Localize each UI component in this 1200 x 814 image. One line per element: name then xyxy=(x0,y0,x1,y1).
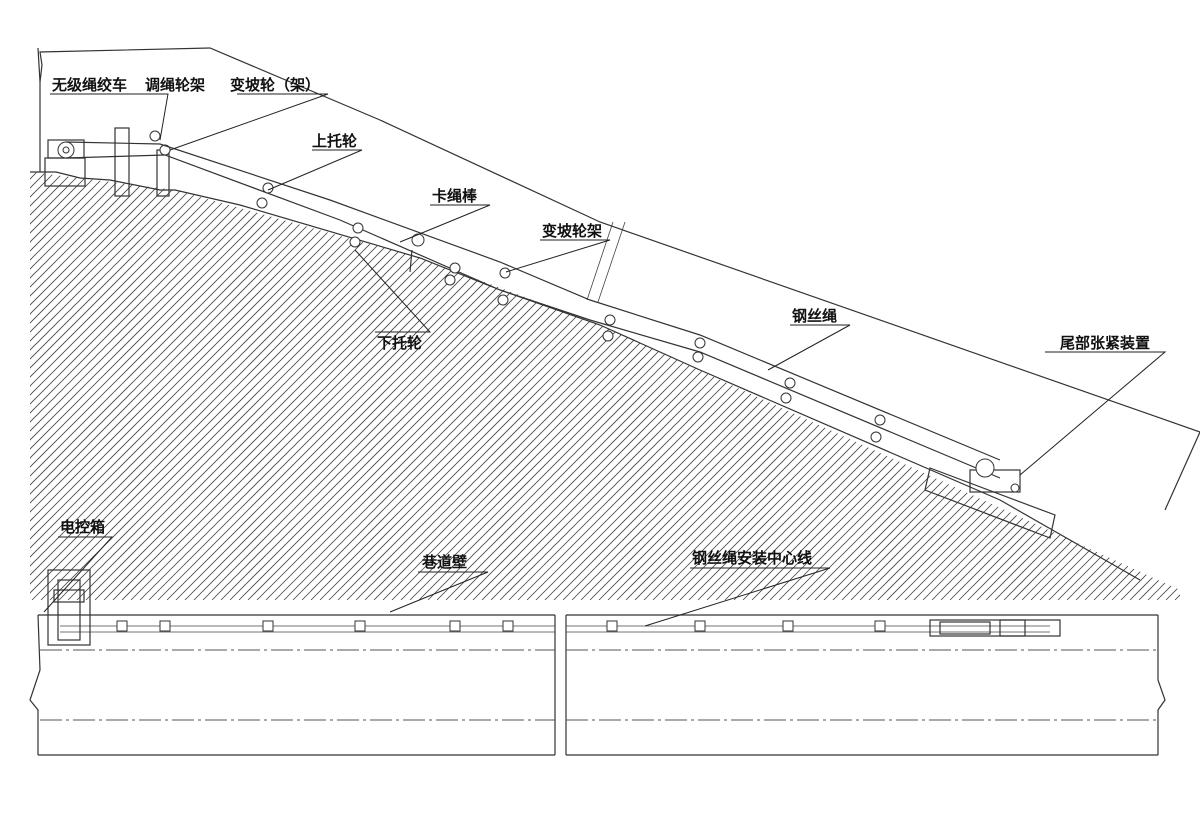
leader-lines xyxy=(50,93,1167,476)
plan-roller-icon xyxy=(874,620,886,632)
roller-icon xyxy=(694,337,706,349)
plan-roller-icon xyxy=(694,620,706,632)
label-slope-change-wheel-frame: 变坡轮架 xyxy=(542,222,602,240)
tail-tensioner xyxy=(924,458,1056,539)
label-lower-roller: 下托轮 xyxy=(377,334,422,352)
roof-line xyxy=(37,47,1200,511)
roller-icon xyxy=(444,274,456,286)
break-line xyxy=(597,221,626,303)
elevation-view: 无级绳绞车 调绳轮架 变坡轮（架） 上托轮 卡绳棒 变坡轮架 下托轮 钢丝绳 尾… xyxy=(30,47,1200,600)
roller-set xyxy=(256,182,886,443)
label-winch: 无级绳绞车 xyxy=(51,76,127,94)
roller-icon xyxy=(352,222,364,234)
plan-roller-icon xyxy=(782,620,794,632)
leader-roadway-wall xyxy=(389,571,489,613)
plan-tail-tensioner xyxy=(929,619,1061,637)
leader-control-box xyxy=(43,536,114,613)
roller-icon xyxy=(870,431,882,443)
label-tail-tensioner: 尾部张紧装置 xyxy=(1060,334,1150,352)
plan-roller-icon xyxy=(354,620,366,632)
roller-icon xyxy=(692,351,704,363)
label-control-box: 电控箱 xyxy=(60,518,105,536)
plan-roller-icon xyxy=(262,620,274,632)
label-slope-change-wheel: 变坡轮（架） xyxy=(230,76,320,94)
wire-rope-upper xyxy=(65,141,1001,461)
plan-segment-left xyxy=(29,614,556,756)
leader-rope-center-line xyxy=(644,567,831,627)
roller-icon xyxy=(449,262,461,274)
plan-roller-icon xyxy=(502,620,514,632)
rope-stopper xyxy=(409,233,425,273)
ground-line xyxy=(30,171,1141,581)
roller-icon xyxy=(349,236,361,248)
roller-icon xyxy=(780,392,792,404)
label-rope-center-line: 钢丝绳安装中心线 xyxy=(692,549,812,567)
plan-roller-icon xyxy=(606,620,618,632)
roller-icon xyxy=(784,377,796,389)
roller-icon xyxy=(497,294,509,306)
label-wire-rope: 钢丝绳 xyxy=(792,307,837,325)
roller-icon xyxy=(604,314,616,326)
roller-icon xyxy=(256,197,268,209)
label-rope-stopper: 卡绳棒 xyxy=(432,187,478,205)
adjust-wheel-frame xyxy=(114,127,171,197)
roller-icon xyxy=(499,267,511,279)
plan-roller-icon xyxy=(449,620,461,632)
winch xyxy=(44,139,86,187)
plan-view: 电控箱 巷道壁 钢丝绳安装中心线 xyxy=(29,518,1166,756)
plan-segment-right xyxy=(565,614,1166,756)
plan-roller-icon xyxy=(159,620,171,632)
label-upper-roller: 上托轮 xyxy=(312,132,357,150)
break-line xyxy=(586,221,614,301)
roller-icon xyxy=(602,330,614,342)
plan-roller-icon xyxy=(116,620,128,632)
wire-rope-lower xyxy=(65,154,1001,479)
label-roadway-wall: 巷道壁 xyxy=(421,553,467,571)
roller-icon xyxy=(874,414,886,426)
plan-roller-marks xyxy=(116,620,886,632)
label-adjust-wheel-frame: 调绳轮架 xyxy=(145,76,205,94)
